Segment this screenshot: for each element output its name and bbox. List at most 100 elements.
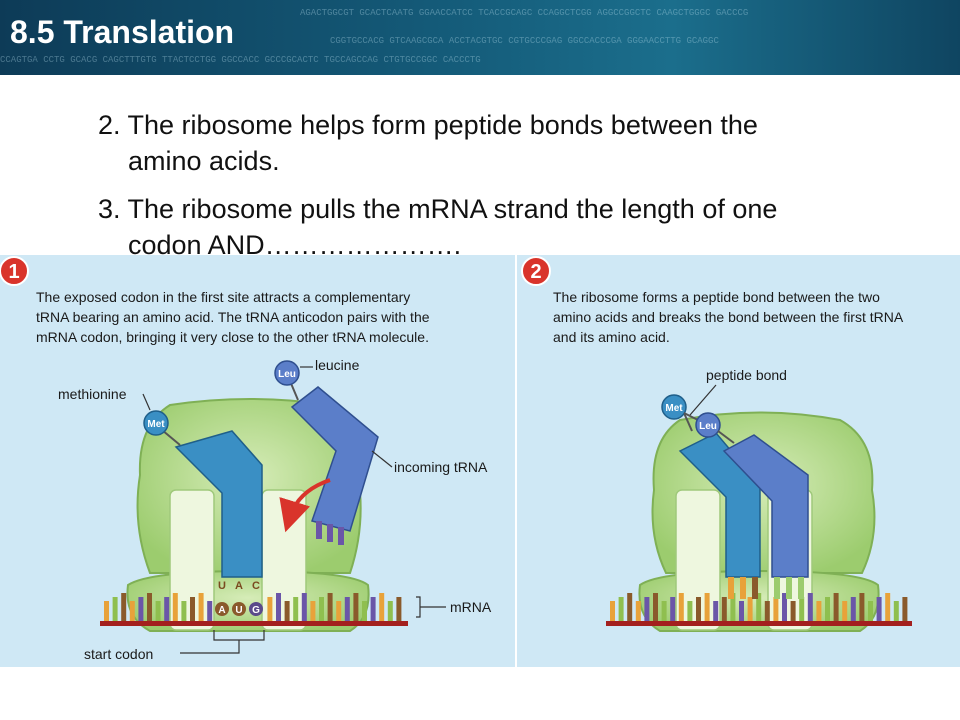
dna-sequence-row: CCAGTGA CCTG GCACG CAGCTTTGTG TTACTCCTGG… [0, 55, 481, 65]
slide-title: 8.5 Translation [10, 14, 235, 50]
mrna-label: mRNA [450, 599, 492, 615]
mrna-base [344, 597, 350, 621]
methionine-amino-acid [143, 410, 169, 436]
codon-letters: A U G [215, 602, 263, 616]
mrna-base [319, 597, 324, 621]
mrna-base [902, 597, 908, 621]
mrna-base [739, 601, 744, 621]
mrna-base [379, 593, 385, 621]
methionine-amino-acid [661, 394, 687, 420]
dna-sequence-row: AGACTGGCGT GCACTCAATG GGAACCATCC TCACCGC… [300, 8, 749, 18]
mrna-base [773, 597, 779, 621]
panel-1-caption-line: The exposed codon in the first site attr… [36, 289, 410, 305]
mrna-base [653, 593, 658, 621]
panel-2-caption-line: The ribosome forms a peptide bond betwee… [553, 289, 880, 305]
mrna-base [816, 601, 822, 621]
met-label: Met [665, 403, 683, 414]
dna-sequence-row: CGGTGCCACG GTCAAGCGCA ACCTACGTGC CGTGCCC… [330, 36, 719, 46]
mrna-base [868, 601, 873, 621]
mrna-base [756, 593, 762, 621]
leu-label: Leu [278, 369, 296, 380]
mrna-base [859, 593, 865, 621]
met-label: Met [147, 419, 165, 430]
mrna-base [121, 593, 127, 621]
mrna-base [104, 601, 109, 621]
anticodon-letter: C [252, 580, 260, 592]
mrna-base [670, 597, 676, 621]
mrna-base [267, 597, 273, 621]
mrna-strand [104, 593, 402, 621]
anticodon-letter: U [218, 580, 226, 592]
translation-figure: 1 The exposed codon in the first site at… [0, 255, 960, 667]
mrna-base [301, 593, 307, 621]
mrna-base [190, 597, 195, 621]
mrna-base [396, 597, 402, 621]
mrna-base [782, 593, 787, 621]
incoming-leu-trna [290, 386, 379, 532]
mrna-strand [610, 593, 908, 621]
methionine-label: methionine [58, 386, 127, 402]
mrna-base [893, 601, 899, 621]
mrna-base [687, 601, 693, 621]
mrna-base [155, 601, 161, 621]
codon-letter: G [252, 605, 260, 616]
mrna-base [764, 601, 770, 621]
mrna-base [310, 601, 316, 621]
mrna-base [678, 593, 684, 621]
mrna-base [198, 593, 204, 621]
mrna-base [644, 597, 650, 621]
anticodon-letter: A [235, 580, 243, 592]
mrna-base [284, 601, 290, 621]
mrna-base [747, 597, 753, 621]
mrna-base [353, 593, 359, 621]
mrna-base [850, 597, 856, 621]
panel-2-caption-line: and its amino acid. [553, 329, 670, 345]
step-1-number: 1 [8, 261, 19, 283]
leucine-amino-acid [695, 412, 721, 438]
mrna-base [885, 593, 891, 621]
mrna-base [661, 601, 667, 621]
mrna-base [207, 601, 213, 621]
mrna-base [370, 597, 376, 621]
panel-1: 1 The exposed codon in the first site at… [0, 256, 492, 662]
bullet-2-line-2: amino acids. [128, 146, 280, 176]
met-trna [174, 430, 263, 578]
codon-letter: A [218, 605, 225, 616]
mrna-base [790, 601, 796, 621]
mrna-base [627, 593, 633, 621]
mrna-base [172, 593, 178, 621]
mrna-base [181, 601, 187, 621]
step-2-badge [521, 256, 551, 286]
mrna-base [362, 601, 367, 621]
incoming-trna-anticodon-teeth [316, 521, 344, 545]
mrna-base [825, 597, 830, 621]
mrna-base [842, 601, 848, 621]
mrna-base [730, 593, 736, 621]
mrna-base [293, 597, 299, 621]
leucine-amino-acid [274, 360, 300, 386]
bullet-2-line-1: 2. The ribosome helps form peptide bonds… [98, 110, 758, 140]
mrna-base [876, 597, 882, 621]
mrna-backbone [606, 621, 912, 626]
leucine-label: leucine [315, 357, 360, 373]
mrna-base [147, 593, 152, 621]
step-2-number: 2 [530, 261, 541, 283]
mrna-base [704, 593, 710, 621]
leu-label: Leu [699, 421, 717, 432]
mrna-base [336, 601, 342, 621]
mrna-base [799, 597, 805, 621]
panel-1-caption-line: tRNA bearing an amino acid. The tRNA ant… [36, 309, 430, 325]
mrna-base [138, 597, 144, 621]
anticodon-letters: U A C [218, 580, 260, 592]
mrna-base [276, 593, 281, 621]
mrna-base [618, 597, 624, 621]
mrna-base [635, 601, 641, 621]
mrna-base [164, 597, 170, 621]
mrna-base [696, 597, 701, 621]
panel-2: 2 The ribosome forms a peptide bond betw… [521, 256, 912, 632]
start-codon-label: start codon [84, 646, 153, 662]
trna-anticodon-teeth [728, 577, 804, 599]
mrna-base [327, 593, 333, 621]
mrna-base [721, 597, 727, 621]
mrna-base [807, 593, 813, 621]
